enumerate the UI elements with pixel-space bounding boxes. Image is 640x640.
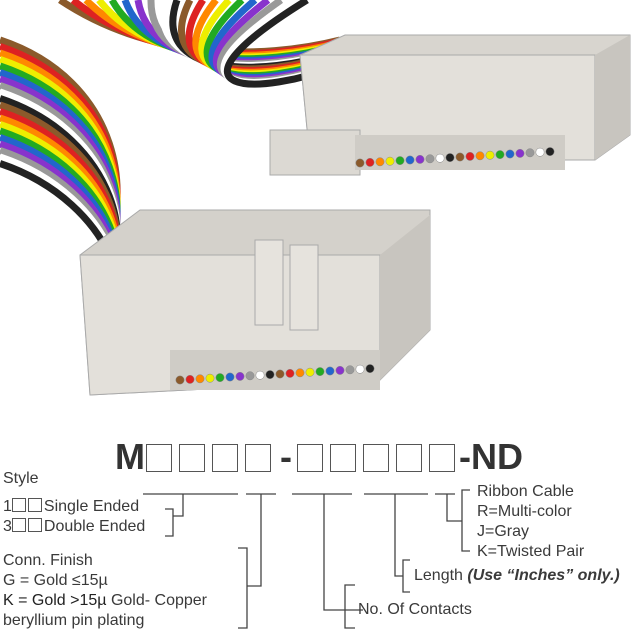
- wire-end: [525, 148, 535, 158]
- wire-end: [455, 152, 465, 162]
- wire-end: [435, 153, 445, 163]
- cable-gray: J=Gray: [477, 523, 530, 540]
- contacts-label: No. Of Contacts: [358, 601, 472, 618]
- part-prefix: M: [115, 436, 145, 477]
- finish-gold-g: G = Gold ≤15µ: [3, 572, 108, 589]
- code-box: [429, 444, 455, 472]
- wire-end: [275, 369, 285, 379]
- wire-end: [505, 149, 515, 159]
- part-suffix: -ND: [459, 436, 523, 477]
- length-label: Length (Use “Inches” only.): [414, 567, 620, 584]
- wire-end: [415, 154, 425, 164]
- wire-end: [385, 156, 395, 166]
- wire-end: [215, 373, 225, 383]
- cable-multicolor: R=Multi-color: [477, 503, 572, 520]
- wire-end: [295, 368, 305, 378]
- wire-end: [325, 366, 335, 376]
- finish-gold-k-line2: beryllium pin plating: [3, 612, 145, 629]
- wire-end: [185, 374, 195, 384]
- wire-end: [465, 151, 475, 161]
- cable-assembly-photo: [0, 0, 631, 396]
- wire-end: [395, 156, 405, 166]
- wire-end: [355, 158, 365, 168]
- wire-end: [225, 372, 235, 382]
- wire-end: [205, 373, 215, 383]
- wire-end: [255, 370, 265, 380]
- wire-end: [315, 367, 325, 377]
- wire-end: [265, 370, 275, 380]
- wire-end: [475, 151, 485, 161]
- wire-end: [195, 374, 205, 384]
- code-box: [363, 444, 389, 472]
- wire-end: [405, 155, 415, 165]
- code-box: [396, 444, 422, 472]
- wire-end: [445, 153, 455, 163]
- cable-title: Ribbon Cable: [477, 483, 574, 500]
- finish-title: Conn. Finish: [3, 552, 93, 569]
- right-connector: [269, 34, 631, 176]
- wire-end: [425, 154, 435, 164]
- wire-end: [355, 364, 365, 374]
- style-title: Style: [3, 470, 39, 487]
- wire-end: [305, 367, 315, 377]
- wire-end: [375, 157, 385, 167]
- wire-end: [515, 148, 525, 158]
- wire-end: [235, 371, 245, 381]
- code-box: [297, 444, 323, 472]
- cable-twisted-pair: K=Twisted Pair: [477, 543, 585, 560]
- part-dash: -: [280, 436, 292, 477]
- wire-end: [495, 150, 505, 160]
- code-box: [146, 444, 172, 472]
- wire-end: [335, 365, 345, 375]
- wire-end: [175, 375, 185, 385]
- code-box: [245, 444, 271, 472]
- wire-end: [365, 157, 375, 167]
- wire-end: [345, 365, 355, 375]
- wire-end: [285, 368, 295, 378]
- code-box: [330, 444, 356, 472]
- wire-end: [365, 364, 375, 374]
- code-box: [212, 444, 238, 472]
- wire-end: [545, 147, 555, 157]
- left-connector: [79, 209, 431, 396]
- wire-end: [485, 150, 495, 160]
- wire-end: [245, 371, 255, 381]
- finish-gold-k: K = Gold >15µ Gold- Copper: [3, 592, 208, 609]
- code-box: [179, 444, 205, 472]
- wire-end: [535, 147, 545, 157]
